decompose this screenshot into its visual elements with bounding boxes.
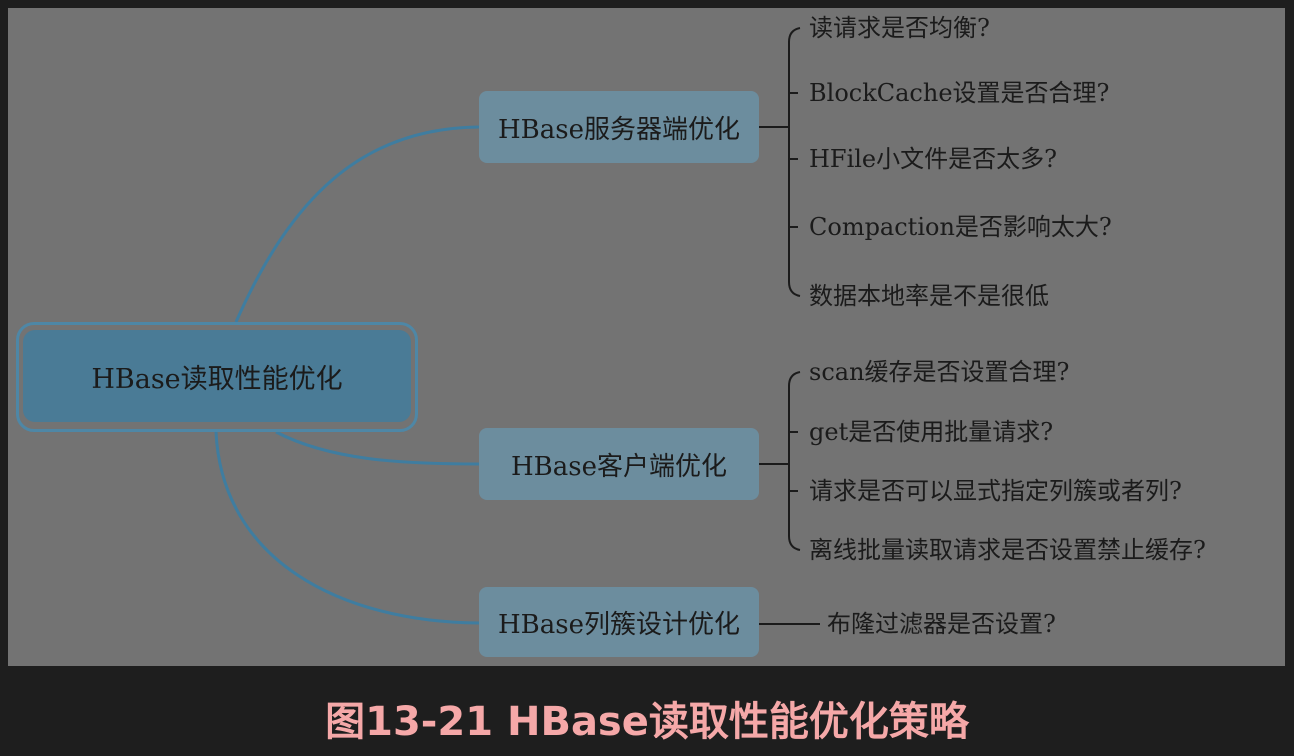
server-item-read-balance: 读请求是否均衡? [809, 14, 990, 42]
client-item-explicit-columns: 请求是否可以显式指定列簇或者列? [809, 477, 1182, 505]
figure-caption: 图13-21 HBase读取性能优化策略 [325, 699, 969, 745]
server-items-bracket [759, 27, 801, 297]
connector-root-to-server [234, 125, 480, 323]
client-item-batch-get: get是否使用批量请求? [809, 418, 1054, 446]
cf-item-bloom-filter: 布隆过滤器是否设置? [827, 610, 1056, 638]
connector-root-to-cf [214, 431, 480, 625]
client-item-offline-cache: 离线批量读取请求是否设置禁止缓存? [809, 536, 1206, 564]
server-item-data-locality: 数据本地率是不是很低 [809, 282, 1049, 310]
root-node-outline [16, 322, 418, 432]
branch-node-server: HBase服务器端优化 [479, 91, 759, 163]
branch-node-client: HBase客户端优化 [479, 428, 759, 500]
connector-root-to-client [275, 430, 480, 466]
client-items-bracket [759, 371, 801, 551]
client-item-scan-cache: scan缓存是否设置合理? [809, 358, 1070, 386]
server-item-hfile: HFile小文件是否太多? [809, 145, 1058, 173]
branch-node-column-family: HBase列簇设计优化 [479, 587, 759, 657]
server-item-blockcache: BlockCache设置是否合理? [809, 79, 1110, 107]
root-node: HBase读取性能优化 [23, 330, 411, 422]
server-item-compaction: Compaction是否影响太大? [809, 213, 1112, 241]
